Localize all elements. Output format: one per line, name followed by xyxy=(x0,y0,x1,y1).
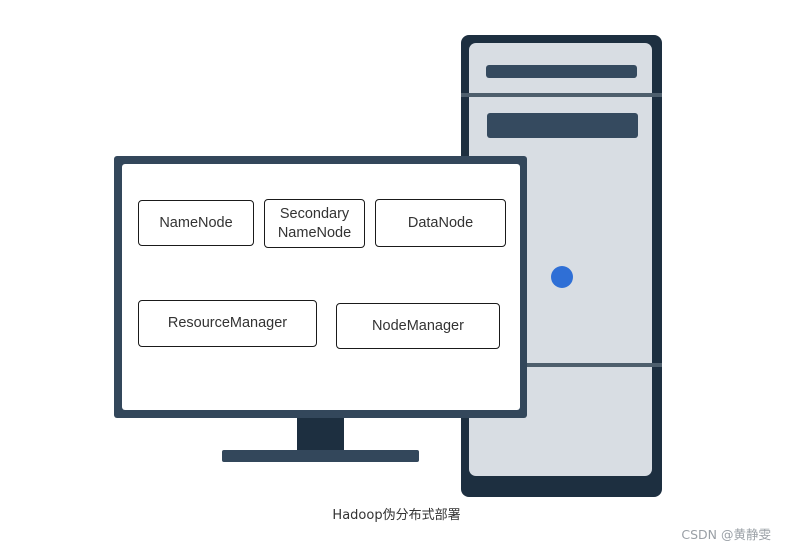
datanode-box: DataNode xyxy=(375,199,506,247)
nodemanager-box: NodeManager xyxy=(336,303,500,349)
nodemanager-label: NodeManager xyxy=(372,317,464,334)
monitor-base xyxy=(222,450,419,462)
csdn-watermark: CSDN @黄静雯 xyxy=(681,527,771,542)
monitor-neck xyxy=(297,418,344,452)
power-led-icon xyxy=(551,266,573,288)
diagram-caption: Hadoop伪分布式部署 xyxy=(332,508,461,523)
namenode-label: NameNode xyxy=(159,214,233,231)
resourcemanager-box: ResourceManager xyxy=(138,300,317,347)
namenode-box: NameNode xyxy=(138,200,254,246)
tower-divider-bottom xyxy=(461,363,662,367)
datanode-label: DataNode xyxy=(407,214,474,231)
secondary-namenode-box: Secondary NameNode xyxy=(264,199,365,248)
drive-slot-top xyxy=(486,65,637,78)
secondary-namenode-label: Secondary NameNode xyxy=(277,206,352,241)
tower-divider-top xyxy=(461,93,662,97)
resourcemanager-label: ResourceManager xyxy=(167,315,288,332)
drive-slot-bottom xyxy=(487,113,638,138)
